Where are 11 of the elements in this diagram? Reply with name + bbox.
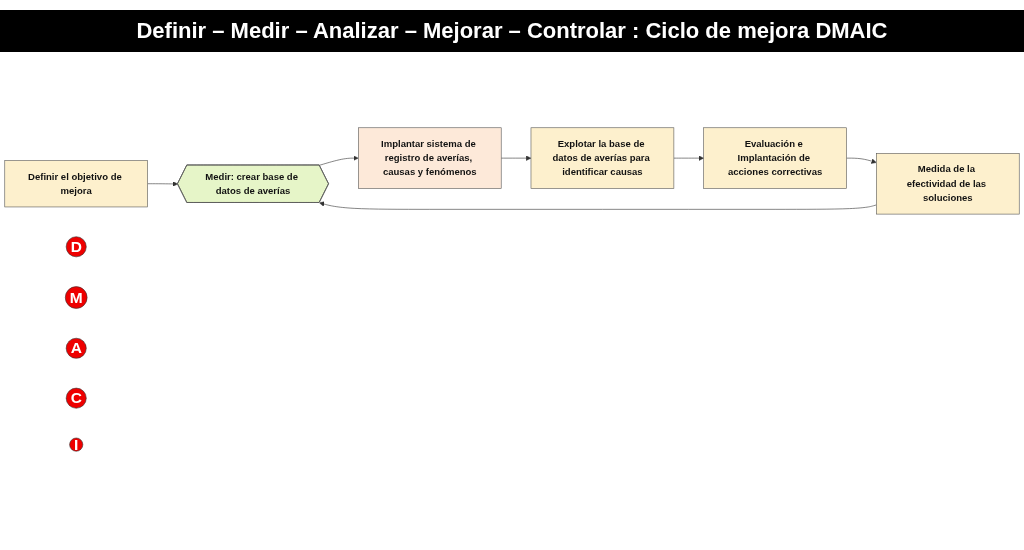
node-circle: A	[65, 337, 87, 359]
node-box: Definir el objetivo de mejora	[4, 160, 148, 208]
node-box: Medida de la efectividad de las soluciones	[876, 153, 1020, 215]
node-circle: C	[65, 387, 87, 409]
node-circle: I	[69, 437, 84, 452]
node-box: Implantar sistema de registro de averías, causas y fenómenos	[358, 127, 502, 189]
node-box: Evaluación e Implantación de acciones correctivas	[703, 127, 847, 189]
title-bar: Definir – Medir – Analizar – Mejorar – Controlar : Ciclo de mejora DMAIC	[0, 10, 1024, 52]
node-circle: D	[65, 236, 87, 258]
node-box: Explotar la base de datos de averías para identificar causas	[530, 127, 675, 189]
node-circle: M	[65, 286, 88, 309]
